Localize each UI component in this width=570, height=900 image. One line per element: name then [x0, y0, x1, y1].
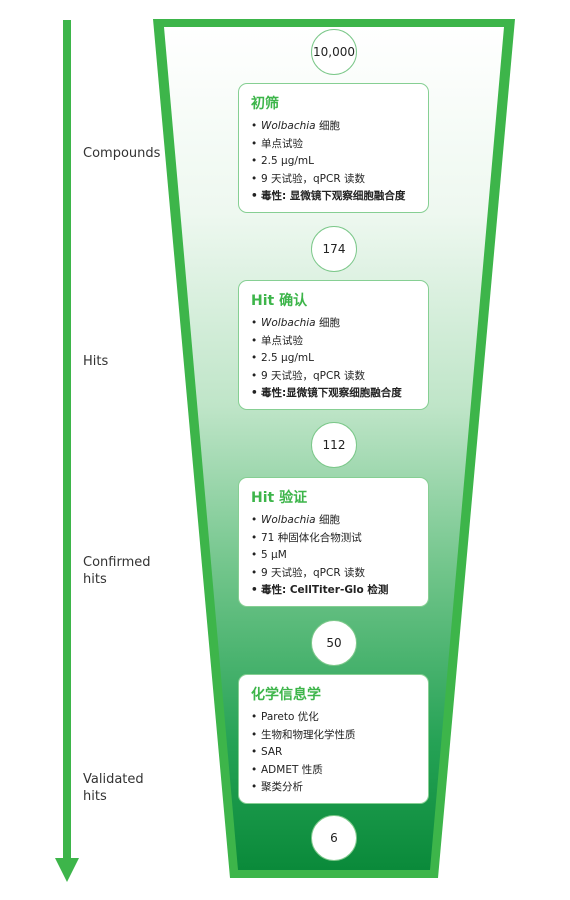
stage-item: 9 天试验，qPCR 读数	[251, 171, 418, 189]
stage-title: Hit 验证	[251, 490, 308, 506]
axis-label-validated-hits: Validated hits	[83, 772, 144, 804]
stage-item: Wolbachia 细胞	[251, 512, 418, 530]
stage-item: 2.5 μg/mL	[251, 153, 418, 171]
stage-item: Pareto 优化	[251, 709, 418, 727]
stage-item: 9 天试验，qPCR 读数	[251, 565, 418, 583]
stage-item: 毒性:显微镜下观察细胞融合度	[251, 385, 418, 403]
axis-label-confirmed-hits: Confirmed hits	[83, 555, 151, 587]
stage-item: 5 μM	[251, 547, 418, 565]
stage-item: 毒性: 显微镜下观察细胞融合度	[251, 188, 418, 206]
count-circle-hits: 174	[311, 226, 357, 272]
stage-title: Hit 确认	[251, 293, 308, 309]
axis-label-hits: Hits	[83, 354, 109, 369]
stage-item: 聚类分析	[251, 779, 418, 797]
axis-label-compounds: Compounds	[83, 146, 161, 161]
count-circle-final: 6	[311, 815, 357, 861]
count-circle-confirmed: 112	[311, 422, 357, 468]
stage-item: 71 种固体化合物测试	[251, 530, 418, 548]
stage-item: 单点试验	[251, 333, 418, 351]
stage-item: 2.5 μg/mL	[251, 350, 418, 368]
stage-title: 初筛	[251, 96, 279, 112]
stage-card-cheminformatics: 化学信息学 Pareto 优化 生物和物理化学性质 SAR ADMET 性质 聚…	[238, 674, 429, 804]
stage-item: 9 天试验，qPCR 读数	[251, 368, 418, 386]
stage-card-hit-validation: Hit 验证 Wolbachia 细胞 71 种固体化合物测试 5 μM 9 天…	[238, 477, 429, 607]
stage-card-primary-screen: 初筛 Wolbachia 细胞 单点试验 2.5 μg/mL 9 天试验，qPC…	[238, 83, 429, 213]
down-arrow-icon	[55, 20, 79, 882]
stage-item: SAR	[251, 744, 418, 762]
stage-item: Wolbachia 细胞	[251, 118, 418, 136]
stage-title: 化学信息学	[251, 687, 321, 703]
stage-item: 单点试验	[251, 136, 418, 154]
stage-card-hit-confirmation: Hit 确认 Wolbachia 细胞 单点试验 2.5 μg/mL 9 天试验…	[238, 280, 429, 410]
stage-item: 毒性: CellTiter-Glo 检测	[251, 582, 418, 600]
stage-item: 生物和物理化学性质	[251, 727, 418, 745]
stage-item: ADMET 性质	[251, 762, 418, 780]
stage-item: Wolbachia 细胞	[251, 315, 418, 333]
count-circle-compounds: 10,000	[311, 29, 357, 75]
count-circle-validated: 50	[311, 620, 357, 666]
